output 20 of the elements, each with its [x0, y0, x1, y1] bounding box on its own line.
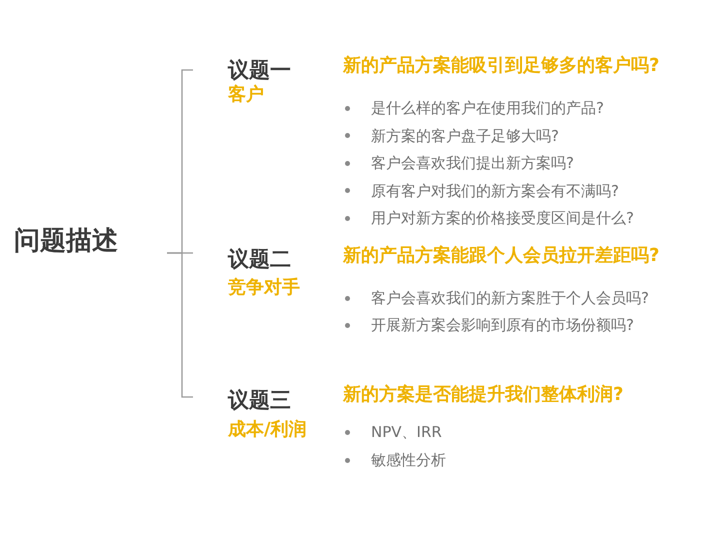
question-heading: 新的产品方案能吸引到足够多的客户吗? — [343, 54, 660, 78]
question-heading: 新的方案是否能提升我们整体利润? — [343, 383, 624, 407]
topic-subheading: 客户 — [228, 83, 264, 107]
topic-heading: 议题一 — [228, 57, 291, 83]
bracket-line — [167, 252, 193, 398]
topic-subheading: 竞争对手 — [228, 276, 300, 300]
bullet-item: 客户会喜欢我们提出新方案吗? — [371, 153, 574, 174]
bullet-item: 原有客户对我们的新方案会有不满吗? — [371, 180, 619, 201]
main-topic: 问题描述 — [14, 225, 118, 258]
bullet-item: 敏感性分析 — [371, 450, 446, 470]
bullet-item: NPV、IRR — [371, 422, 442, 442]
topic-heading: 议题三 — [228, 387, 291, 413]
bullet-item: 开展新方案会影响到原有的市场份额吗? — [371, 315, 634, 336]
topic-subheading: 成本/利润 — [228, 418, 307, 442]
topic-heading: 议题二 — [228, 246, 291, 272]
bullet-item: 用户对新方案的价格接受度区间是什么? — [371, 208, 634, 228]
question-heading: 新的产品方案能跟个人会员拉开差距吗? — [343, 244, 660, 268]
bullet-item: 客户会喜欢我们的新方案胜于个人会员吗? — [371, 288, 649, 308]
bullet-item: 是什么样的客户在使用我们的产品? — [371, 98, 604, 118]
bullet-item: 新方案的客户盘子足够大吗? — [371, 126, 559, 146]
